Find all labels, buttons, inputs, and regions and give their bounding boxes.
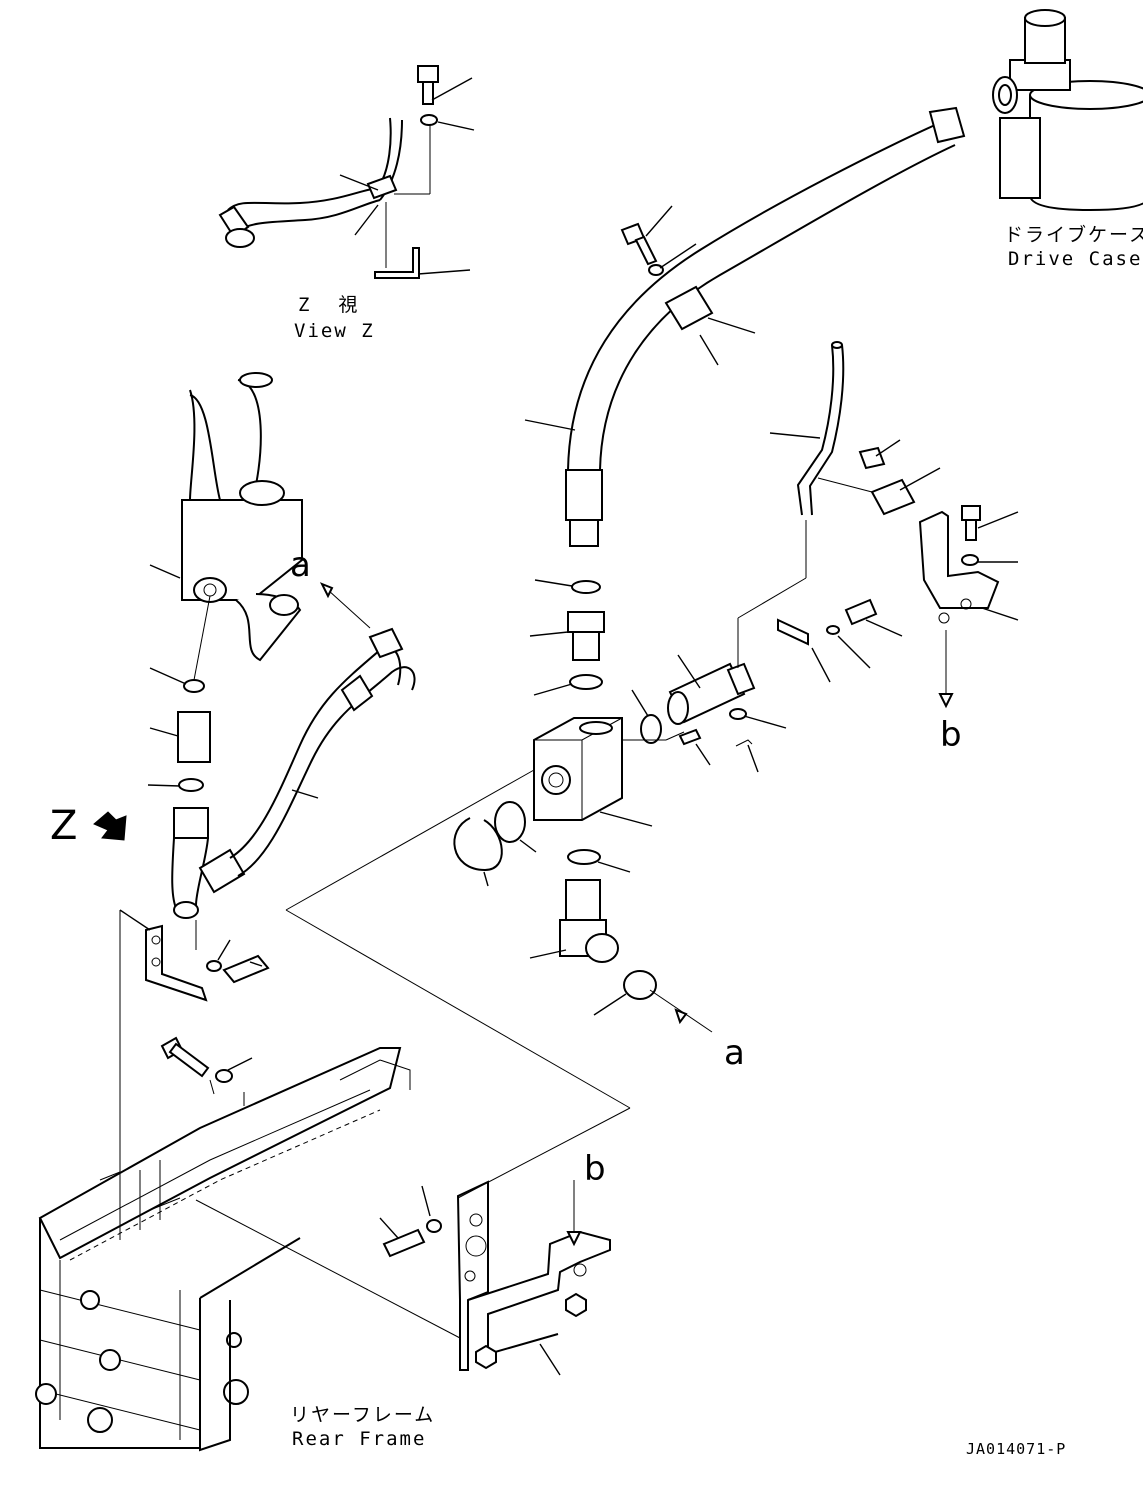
view-z-arrow-icon <box>93 811 127 841</box>
ref-label-a-top: a <box>290 545 311 585</box>
rear-frame-caption-en: Rear Frame <box>292 1428 427 1450</box>
left-lower-bracket <box>119 909 270 1083</box>
drive-case-caption-jp: ドライブケース <box>1004 224 1143 246</box>
main-hose <box>524 106 966 547</box>
drive-case-caption-en: Drive Case <box>1008 248 1143 270</box>
right-bracket <box>918 505 1019 709</box>
assembly-guide-lines <box>119 769 713 1339</box>
view-z-caption-en: View Z <box>294 320 375 342</box>
lower-mount-bracket <box>379 1180 611 1376</box>
view-z-detail <box>218 65 475 279</box>
view-z-caption-jp: Z 視 <box>298 294 360 316</box>
valve-stack <box>453 579 711 1016</box>
ref-label-b-bottom: b <box>584 1149 606 1189</box>
rear-frame-caption-jp: リヤーフレーム <box>290 1404 436 1426</box>
ref-label-b-right: b <box>940 715 962 755</box>
drive-case <box>992 9 1143 212</box>
rear-frame <box>35 1047 411 1452</box>
drawing-code: JA014071-P <box>966 1440 1067 1458</box>
left-pipe-assembly <box>147 372 416 950</box>
view-z-marker-label: Z <box>50 803 78 849</box>
ref-label-a-bottom: a <box>724 1033 745 1073</box>
lever-sensor <box>667 341 941 773</box>
